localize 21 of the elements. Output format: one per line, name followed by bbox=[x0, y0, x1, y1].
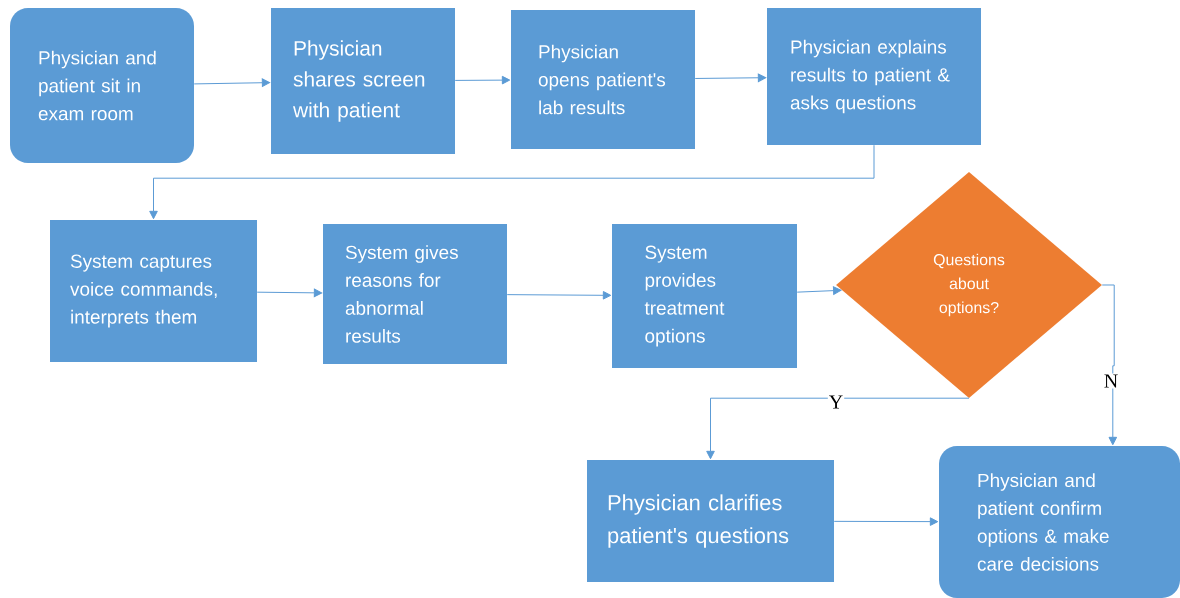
rounded-box: Physician and patient confirm options & make care decisions bbox=[939, 446, 1180, 598]
arrow bbox=[796, 286, 842, 295]
process-box: System captures voice commands, interprets them bbox=[50, 220, 257, 362]
arrow bbox=[193, 78, 271, 88]
arrow bbox=[833, 517, 939, 526]
edge-label: N bbox=[1102, 373, 1120, 389]
arrow bbox=[694, 73, 767, 83]
process-box: Physician shares screen with patient bbox=[271, 8, 455, 154]
process-box: Physician explains results to patient & asks questions bbox=[767, 8, 981, 145]
arrow bbox=[706, 397, 970, 460]
arrow bbox=[256, 288, 323, 298]
arrow bbox=[506, 291, 612, 300]
arrow bbox=[149, 144, 875, 220]
process-box: System gives reasons for abnormal results bbox=[323, 224, 507, 364]
arrow bbox=[1101, 284, 1118, 446]
process-box: System provides treatment options bbox=[612, 224, 797, 368]
process-box: Physician clarifies patient's questions bbox=[587, 460, 834, 582]
edge-label: Y bbox=[827, 394, 845, 410]
process-box: Physician opens patient's lab results bbox=[511, 10, 695, 149]
arrow bbox=[454, 75, 511, 85]
rounded-box: Physician and patient sit in exam room bbox=[10, 8, 194, 163]
